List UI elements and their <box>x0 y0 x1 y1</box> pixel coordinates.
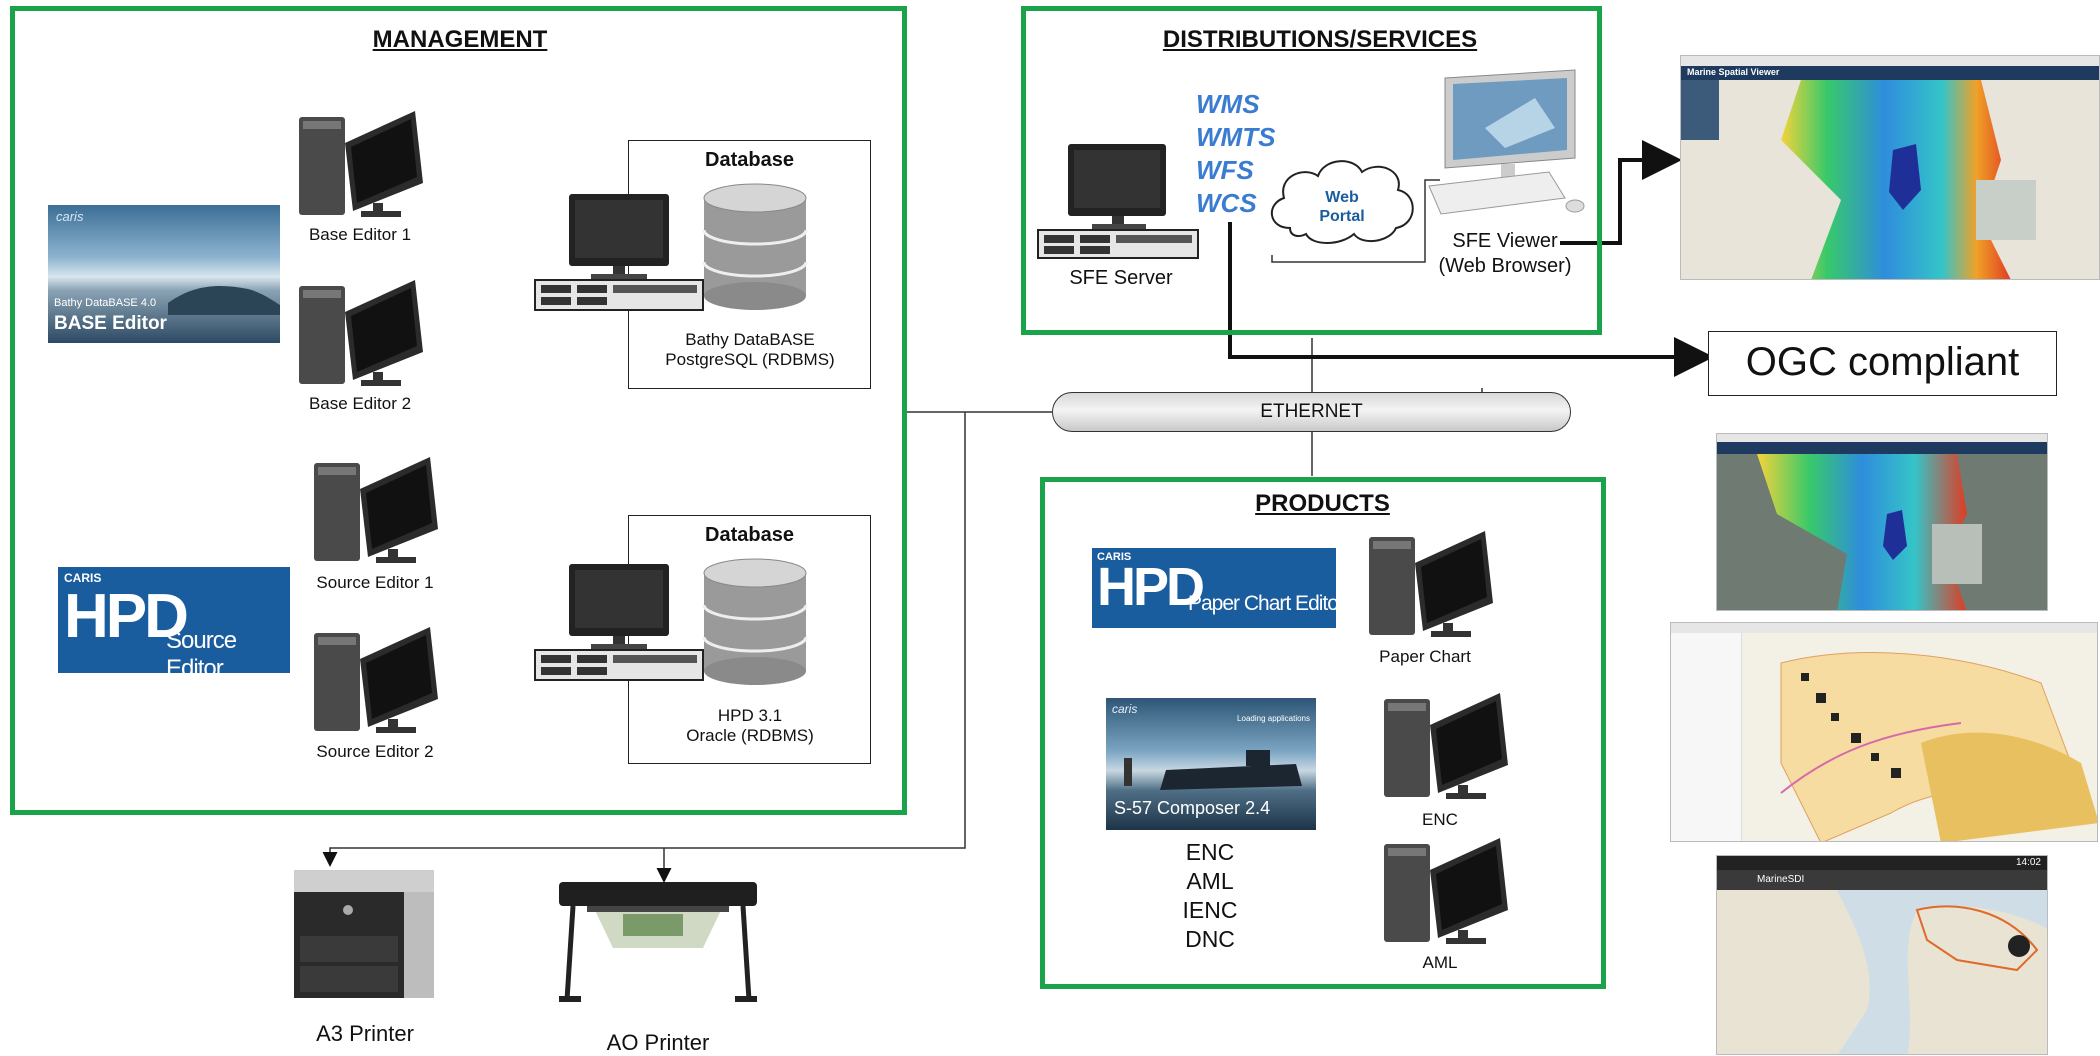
distributions-group <box>1021 6 1602 335</box>
workstation-label: Source Editor 2 <box>316 742 434 761</box>
protocol-wmts: WMTS <box>1196 122 1276 152</box>
workstation-icon <box>1380 685 1520 810</box>
web-portal-cloud: Web Portal <box>1262 150 1422 255</box>
protocol-wfs: WFS <box>1196 155 1254 185</box>
s57-logo-version: 2.4 <box>1245 798 1271 818</box>
ethernet-label: ETHERNET <box>1260 401 1363 422</box>
base-logo-product: Bathy DataBASE 4.0 <box>54 297 157 309</box>
format-ienc: IENC <box>1182 897 1238 923</box>
format-enc: ENC <box>1185 839 1235 865</box>
database-caption: HPD 3.1 Oracle (RDBMS) <box>686 706 814 745</box>
base-editor-logo: caris Bathy DataBASE 4.0 BASE Editor <box>48 205 280 343</box>
database-title: Database <box>705 524 794 546</box>
database-cylinder-icon <box>700 557 810 692</box>
marine-spatial-viewer-screenshot: Marine Spatial Viewer <box>1680 55 2100 280</box>
workstation-label: Base Editor 1 <box>308 225 412 244</box>
distributions-title: DISTRIBUTIONS/SERVICES <box>1162 26 1478 53</box>
sfe-viewer-label: SFE Viewer (Web Browser) <box>1438 230 1572 277</box>
protocol-wcs: WCS <box>1196 188 1257 218</box>
workstation-label: Base Editor 2 <box>308 394 412 413</box>
workstation-icon <box>295 272 435 397</box>
workstation-label: Source Editor 1 <box>316 573 434 592</box>
database-cylinder-icon <box>700 182 810 317</box>
a3-printer-icon <box>290 866 440 1006</box>
sfe-viewer-computer-icon <box>1425 68 1590 223</box>
viewer-title: Marine Spatial Viewer <box>1687 67 1780 77</box>
marinesdi-mobile-screenshot: 14:02 MarineSDI <box>1716 855 2048 1055</box>
workstation-label: ENC <box>1422 810 1458 829</box>
hpd-paper-chart-logo: CARIS HPD Paper Chart Editor <box>1092 548 1336 628</box>
workstation-icon <box>310 449 450 574</box>
management-title: MANAGEMENT <box>372 26 548 53</box>
ethernet-bus: ETHERNET <box>1052 392 1571 432</box>
format-list: ENC AML IENC DNC <box>1160 838 1260 954</box>
hpd-logo-name: Source Editor <box>166 627 237 673</box>
a3-printer-line <box>322 412 966 867</box>
management-group <box>10 6 907 815</box>
portal-connector <box>1271 179 1440 263</box>
server-icon <box>533 190 713 320</box>
workstation-label: Paper Chart <box>1379 647 1471 666</box>
sfe-server-label: SFE Server <box>1069 267 1173 289</box>
products-group <box>1040 477 1606 989</box>
format-aml: AML <box>1186 868 1234 894</box>
products-title: PRODUCTS <box>1255 490 1390 517</box>
base-logo-name: BASE Editor <box>54 313 167 334</box>
hpd-logo-big: HPD <box>64 582 189 651</box>
bathymetry-satellite-screenshot <box>1716 433 2048 611</box>
workstation-icon <box>1380 830 1520 955</box>
mobile-app-name: MarineSDI <box>1757 874 1805 885</box>
mobile-time: 14:02 <box>2015 857 2041 868</box>
sfe-server-icon <box>1036 140 1206 270</box>
protocol-wms: WMS <box>1196 89 1260 119</box>
protocol-ogc-arrow <box>1228 222 1714 377</box>
workstation-label: AML <box>1422 953 1458 972</box>
marinesdi-web-screenshot <box>1670 622 2098 842</box>
ogc-compliant-box: OGC compliant <box>1708 331 2057 396</box>
web-portal-label: Web Portal <box>1319 189 1365 225</box>
format-dnc: DNC <box>1185 926 1235 952</box>
database-title: Database <box>705 149 794 171</box>
printer-label: AO Printer <box>606 1030 710 1055</box>
s57-composer-logo: caris Loading applications S-57 Composer… <box>1106 698 1316 830</box>
workstation-icon <box>1365 523 1505 648</box>
server-icon <box>533 560 713 690</box>
printer-label: A3 Printer <box>316 1021 414 1046</box>
protocol-list: WMS WMTS WFS WCS <box>1196 88 1275 220</box>
s57-logo-name: S-57 Composer <box>1114 798 1241 818</box>
viewer-screenshot-arrow <box>1560 140 1682 245</box>
a0-printer-icon <box>553 880 763 1010</box>
hpd-source-editor-logo: CARIS HPD Source Editor <box>58 567 290 673</box>
workstation-icon <box>295 103 435 228</box>
database-caption: Bathy DataBASE PostgreSQL (RDBMS) <box>665 330 835 369</box>
workstation-icon <box>310 619 450 744</box>
ogc-compliant-label: OGC compliant <box>1745 340 2020 384</box>
